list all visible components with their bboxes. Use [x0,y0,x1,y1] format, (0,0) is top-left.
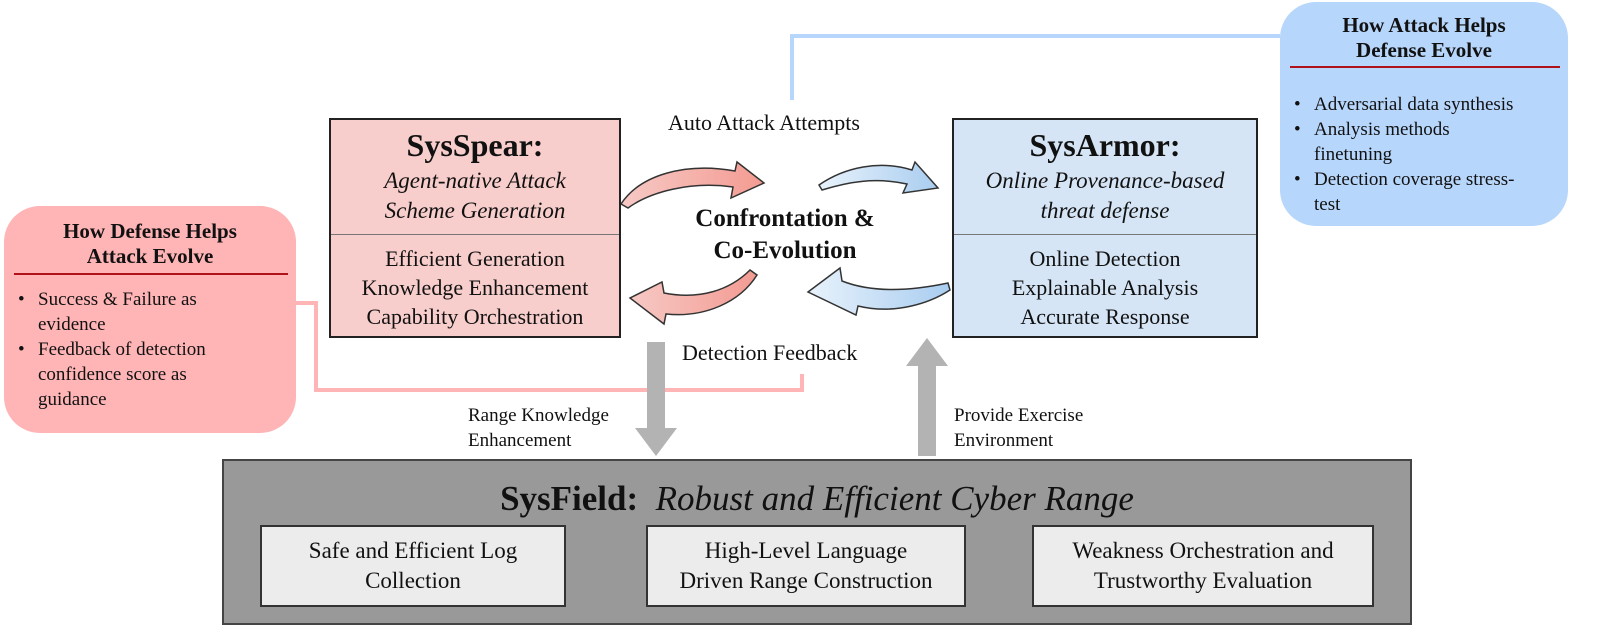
defense-callout-list: Success & Failure as evidence Feedback o… [4,287,296,412]
range-construction-box: High-Level Language Driven Range Constru… [646,525,966,607]
list-item: Feedback of detection confidence score a… [12,337,288,412]
list-item: Analysis methods finetuning [1288,117,1562,167]
attack-callout-connector [790,34,1280,100]
range-knowledge-arrow [635,342,677,456]
feature-item: Capability Orchestration [366,304,584,329]
sysarmor-features: Online Detection Explainable Analysis Ac… [954,244,1256,331]
defense-callout-rule [14,273,288,275]
confrontation-co-evolution-title: Confrontation & Co-Evolution [695,205,875,264]
sysarmor-module: SysArmor: Online Provenance-based threat… [952,118,1258,338]
list-item: Success & Failure as evidence [12,287,288,337]
detection-feedback-arrow [806,266,951,317]
sysarmor-divider [954,234,1256,235]
detection-feedback-arrow-spear [628,269,759,326]
attack-callout-rule [1290,66,1560,68]
provide-environment-label: Provide Exercise Environment [954,405,1084,451]
weakness-evaluation-box: Weakness Orchestration and Trustworthy E… [1032,525,1374,607]
defense-callout-title: How Defense Helps Attack Evolve [63,219,237,268]
list-item: Detection coverage stress- test [1288,167,1562,217]
attack-helps-defense-callout: How Attack Helps Defense Evolve Adversar… [1280,2,1568,226]
range-knowledge-label: Range Knowledge Enhancement [468,405,609,451]
attack-callout-title: How Attack Helps Defense Evolve [1342,13,1506,62]
provide-environment-arrow [906,338,948,456]
auto-attack-attempts-label: Auto Attack Attempts [668,110,860,135]
log-collection-box: Safe and Efficient Log Collection [260,525,566,607]
detection-feedback-label: Detection Feedback [682,340,858,365]
sysarmor-title: SysArmor: [1029,127,1181,163]
feature-item: Explainable Analysis [1011,275,1199,300]
sysspear-subtitle: Agent-native Attack Scheme Generation [384,168,566,223]
list-item: Adversarial data synthesis [1288,92,1562,117]
sysspear-title: SysSpear: [406,127,544,163]
attack-callout-list: Adversarial data synthesis Analysis meth… [1280,92,1568,217]
sysarmor-subtitle: Online Provenance-based threat defense [985,168,1225,223]
feature-item: Efficient Generation [385,246,565,271]
feature-item: Accurate Response [1020,304,1190,329]
feature-item: Online Detection [1029,246,1181,271]
feature-item: Knowledge Enhancement [361,275,589,300]
attack-attempt-arrow [619,160,766,209]
sysspear-module: SysSpear: Agent-native Attack Scheme Gen… [329,118,621,338]
sysfield-module: SysField: Robust and Efficient Cyber Ran… [222,459,1412,625]
defense-helps-attack-callout: How Defense Helps Attack Evolve Success … [4,206,296,433]
sysspear-features: Efficient Generation Knowledge Enhanceme… [331,244,619,331]
sysspear-divider [331,234,619,235]
defense-callout-connector [296,301,804,392]
attack-attempt-arrow-armor [817,160,940,194]
sysfield-title: SysField: Robust and Efficient Cyber Ran… [500,479,1134,518]
